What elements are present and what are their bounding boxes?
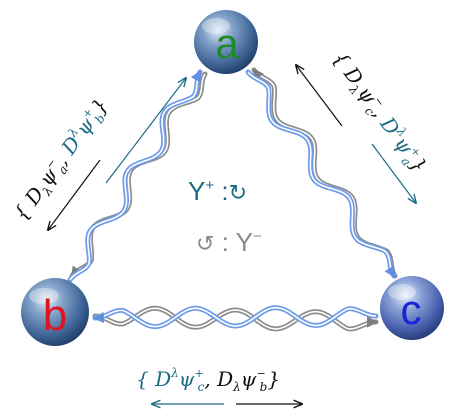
bottom-edge-label: { Dλψ+c, Dλψ−b} bbox=[136, 366, 280, 394]
bottom-t3: D bbox=[216, 367, 233, 391]
edge-bc-grey bbox=[94, 307, 379, 330]
center-legend: Y+ :↻ ↺ : Y− bbox=[188, 176, 262, 257]
edge-ac-blue bbox=[247, 71, 396, 278]
node-a: a bbox=[194, 10, 258, 74]
node-c: c bbox=[380, 276, 444, 340]
y-minus-sup: − bbox=[253, 228, 262, 245]
node-c-letter: c bbox=[401, 286, 422, 333]
edge-lines bbox=[67, 67, 398, 332]
bottom-open-brace: { bbox=[136, 367, 155, 391]
edge-cb-blue bbox=[92, 306, 377, 328]
node-a-letter: a bbox=[215, 20, 239, 67]
center-line-1-sep: : bbox=[214, 176, 228, 206]
left-edge-black-arrow bbox=[48, 159, 101, 230]
edge-ba-blue bbox=[69, 70, 202, 281]
y-plus-symbol: Y bbox=[188, 176, 205, 206]
node-b: b bbox=[21, 278, 89, 346]
bottom-sep: , bbox=[204, 367, 217, 391]
y-minus-symbol: Y bbox=[236, 227, 253, 257]
bottom-t1: D bbox=[154, 367, 171, 391]
bottom-t2-sub: c bbox=[198, 380, 205, 394]
node-b-letter: b bbox=[43, 291, 67, 340]
right-edge-teal-arrow bbox=[371, 143, 416, 203]
bottom-t2-sup: + bbox=[194, 367, 203, 380]
bottom-t3-sub: λ bbox=[232, 380, 241, 394]
counterclockwise-icon: ↺ bbox=[196, 232, 214, 257]
bottom-t1-sup: λ bbox=[170, 366, 179, 380]
bottom-t4-sub: b bbox=[260, 380, 268, 394]
right-edge-black-arrow bbox=[296, 65, 343, 127]
center-line-2-sep: : bbox=[214, 227, 235, 257]
clockwise-icon: ↻ bbox=[229, 181, 247, 206]
left-edge-teal-arrow bbox=[105, 78, 186, 184]
center-line-2: ↺ : Y− bbox=[196, 227, 262, 257]
y-plus-sup: + bbox=[205, 177, 214, 194]
right-edge-label: { Dλψ−c, Dλψ+a} bbox=[326, 46, 433, 179]
bottom-close-brace: } bbox=[267, 367, 280, 391]
center-line-1: Y+ :↻ bbox=[188, 176, 247, 206]
bottom-t2: ψ bbox=[179, 367, 195, 391]
bottom-t4-sup: − bbox=[256, 367, 265, 380]
bottom-t4: ψ bbox=[241, 367, 257, 391]
